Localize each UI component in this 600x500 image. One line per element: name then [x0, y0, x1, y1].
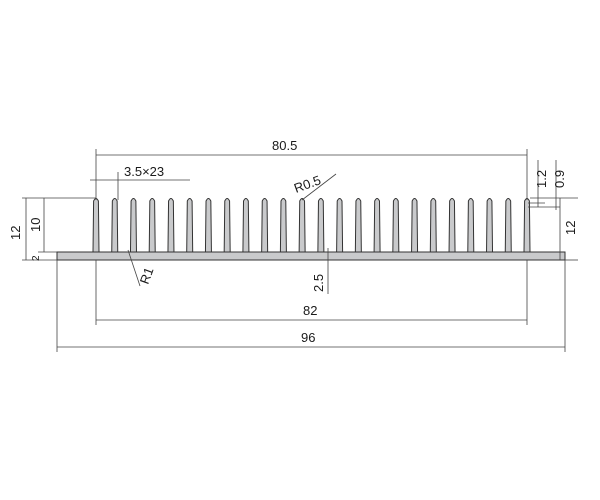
fin	[92, 198, 100, 253]
label-total-height-right: 12	[563, 221, 578, 235]
fin	[486, 198, 494, 253]
fin	[336, 198, 344, 253]
fin	[411, 198, 419, 253]
fin	[223, 198, 231, 253]
fin	[148, 198, 156, 253]
fin	[279, 198, 287, 253]
fin	[242, 198, 250, 253]
label-82: 82	[303, 303, 317, 318]
fin	[448, 198, 456, 253]
fin	[204, 198, 212, 253]
leader-r1	[127, 249, 141, 287]
label-base-thickness-center: 2.5	[311, 274, 326, 292]
label-fin-pitch: 3.5×23	[124, 164, 164, 179]
fin	[261, 198, 269, 253]
fin	[298, 198, 306, 253]
fin	[504, 198, 512, 253]
label-total-height-left: 12	[8, 226, 23, 240]
fin	[467, 198, 475, 253]
label-96: 96	[301, 330, 315, 345]
fin	[186, 198, 194, 253]
fin	[392, 198, 400, 253]
fin	[129, 198, 137, 253]
fins-group	[92, 198, 531, 253]
fin	[317, 198, 325, 253]
leader-r0-5	[301, 173, 337, 201]
fin	[429, 198, 437, 253]
fin	[523, 198, 531, 253]
label-80-5: 80.5	[272, 138, 297, 153]
fin	[373, 198, 381, 253]
fin	[111, 198, 119, 253]
label-fin-height: 10	[28, 218, 43, 232]
label-base-thickness-left: 2	[31, 255, 42, 261]
base-plate	[56, 251, 566, 261]
label-fin-tip-thickness: 1.2	[534, 170, 549, 188]
label-r0-5: R0.5	[292, 172, 323, 195]
fin	[167, 198, 175, 253]
label-r1: R1	[137, 265, 157, 286]
label-fin-root-thickness: 0.9	[552, 170, 567, 188]
fin	[354, 198, 362, 253]
